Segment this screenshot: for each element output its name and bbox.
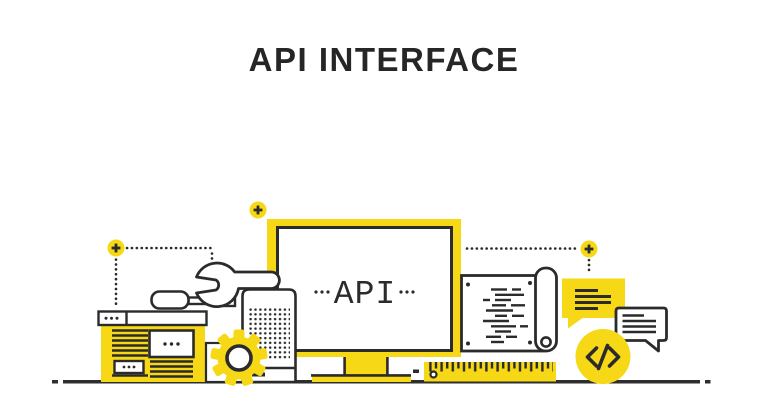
browser-menu-dots — [104, 316, 119, 320]
bubble-text-lines — [575, 289, 611, 310]
code-slash-glyph — [585, 343, 621, 371]
browser-text-lines — [112, 329, 193, 378]
browser-button-dots — [122, 365, 136, 369]
gear-icon — [210, 329, 268, 386]
monitor-screen-label: API — [334, 276, 396, 313]
screen-label-dots — [314, 290, 415, 294]
browser-image-dots — [163, 342, 180, 346]
speech-bubble-white-icon — [614, 306, 668, 353]
ruler-icon — [413, 362, 556, 382]
scroll-code-lines — [483, 288, 528, 344]
code-slash-circle-icon — [575, 329, 631, 384]
ruler-ticks — [429, 362, 553, 373]
speech-bubble-yellow-icon — [562, 278, 625, 329]
code-scroll-icon — [460, 266, 558, 353]
browser-window-icon — [97, 310, 208, 382]
wrench-icon — [195, 261, 281, 309]
plus-badge-icon-top — [249, 201, 267, 219]
monitor-icon: API — [267, 219, 461, 382]
bubble-text-lines — [622, 314, 656, 334]
dotted-connectors — [114, 246, 591, 308]
plus-badge-icon-right — [580, 240, 598, 258]
page-title: API INTERFACE — [248, 41, 520, 78]
scroll-corner-dots — [466, 281, 532, 346]
plus-badge-icon-left — [107, 239, 125, 257]
